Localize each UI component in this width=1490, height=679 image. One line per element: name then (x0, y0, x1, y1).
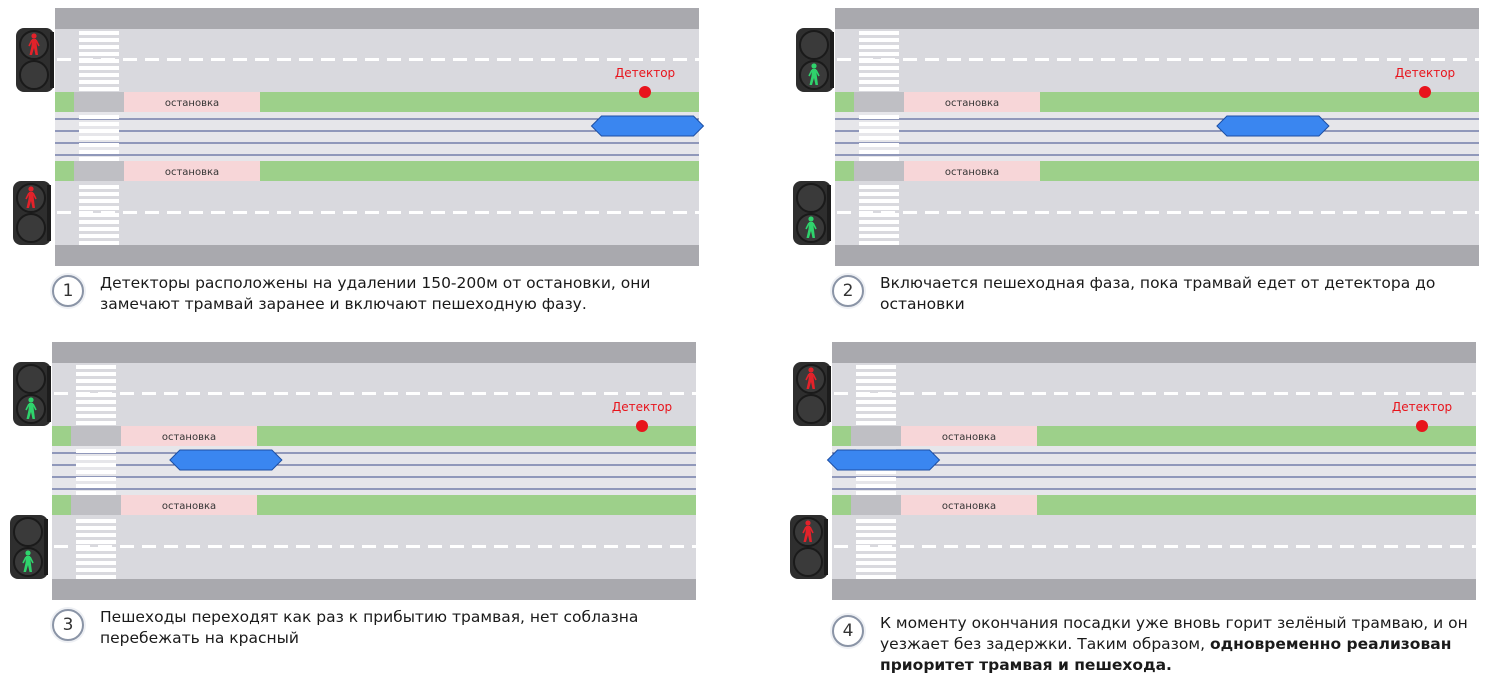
stop-label-bottom: остановка (945, 167, 999, 178)
step-number-3: 3 (52, 609, 84, 641)
stop-top (124, 92, 260, 112)
step-number-2: 2 (832, 275, 864, 307)
stop-label-bottom: остановка (162, 501, 216, 512)
track-band (52, 446, 696, 495)
curb-bottom (52, 579, 696, 600)
curb-bottom (835, 245, 1479, 266)
caption-1: 1 Детекторы расположены на удалении 150-… (52, 274, 752, 335)
signal-bottom (13, 181, 51, 245)
signal-bottom (793, 181, 831, 245)
scene-1: остановка остановка Детектор (13, 8, 709, 266)
scene-4: остановка остановка Детектор (790, 342, 1486, 600)
signal-top (796, 28, 834, 92)
stop-bottom (901, 495, 1037, 515)
stop-label-bottom: остановка (165, 167, 219, 178)
caption-2: 2 Включается пешеходная фаза, пока трамв… (832, 274, 1490, 335)
tram (590, 115, 705, 137)
step-number-4: 4 (832, 615, 864, 647)
stop-top (904, 92, 1040, 112)
step-number-1: 1 (52, 275, 84, 307)
detector-label: Детектор (1395, 66, 1455, 80)
curb-top (832, 342, 1476, 363)
caption-text-2: Включается пешеходная фаза, пока трамвай… (880, 274, 1436, 313)
detector-dot (636, 420, 648, 432)
tram (1216, 115, 1330, 137)
scene-3: остановка остановка Детектор (10, 342, 706, 600)
crossing-platform-top (851, 426, 901, 446)
crossing-platform-bottom (851, 495, 901, 515)
crossing-platform-bottom (854, 161, 904, 181)
caption-text-4: К моменту окончания посадки уже вновь го… (880, 614, 1468, 674)
stop-top (901, 426, 1037, 446)
stop-label-top: остановка (162, 432, 216, 443)
curb-bottom (55, 245, 699, 266)
scene-2: остановка остановка Детектор (793, 8, 1489, 266)
tram (169, 449, 283, 471)
curb-bottom (832, 579, 1476, 600)
panel-step-2: остановка остановка Детектор 2 Включается … (780, 0, 1489, 330)
detector-label: Детектор (615, 66, 675, 80)
caption-4: 4 К моменту окончания посадки уже вновь … (832, 614, 1490, 675)
curb-top (52, 342, 696, 363)
crossing-platform-bottom (74, 161, 124, 181)
panel-step-3: остановка остановка Детектор 3 Пешеходы пе… (0, 334, 706, 664)
detector-dot (1416, 420, 1428, 432)
signal-top (793, 362, 831, 426)
crossing-platform-top (854, 92, 904, 112)
curb-top (55, 8, 699, 29)
stop-label-top: остановка (942, 432, 996, 443)
stop-label-top: остановка (945, 98, 999, 109)
crossing-platform-top (71, 426, 121, 446)
signal-bottom (790, 515, 828, 579)
crossing-platform-bottom (71, 495, 121, 515)
signal-bottom (10, 515, 48, 579)
caption-text-1: Детекторы расположены на удалении 150-20… (100, 274, 651, 313)
caption-3: 3 Пешеходы переходят как раз к прибытию … (52, 608, 752, 669)
stop-bottom (904, 161, 1040, 181)
track-band (835, 112, 1479, 161)
crossing-platform-top (74, 92, 124, 112)
stop-bottom (121, 495, 257, 515)
stop-top (121, 426, 257, 446)
detector-label: Детектор (1392, 400, 1452, 414)
signal-top (13, 362, 51, 426)
track-band (832, 446, 1476, 495)
stop-label-bottom: остановка (942, 501, 996, 512)
stop-bottom (124, 161, 260, 181)
signal-top (16, 28, 54, 92)
curb-top (835, 8, 1479, 29)
stop-label-top: остановка (165, 98, 219, 109)
detector-dot (639, 86, 651, 98)
tram (826, 449, 941, 471)
caption-text-3: Пешеходы переходят как раз к прибытию тр… (100, 608, 639, 647)
panel-step-4: остановка остановка Детектор 4 К моменту о… (777, 334, 1486, 674)
panel-step-1: остановка остановка Детектор 1 Детекторы р… (0, 0, 709, 330)
track-band (55, 112, 699, 161)
detector-label: Детектор (612, 400, 672, 414)
detector-dot (1419, 86, 1431, 98)
